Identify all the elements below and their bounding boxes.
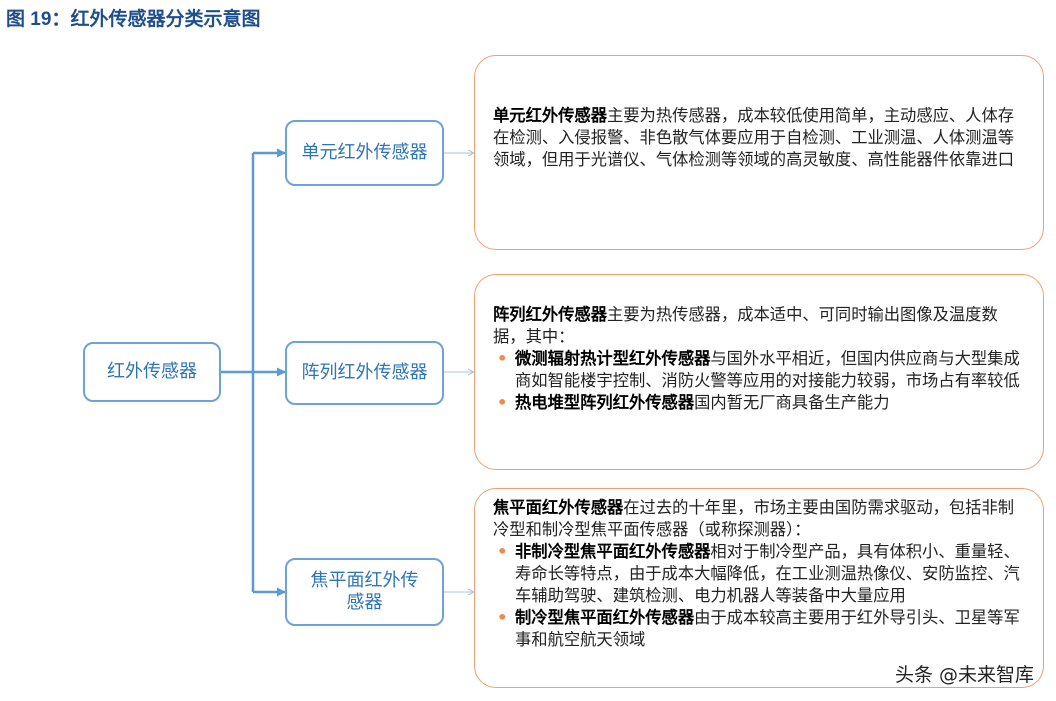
desc-bullet-item: • 非制冷型焦平面红外传感器相对于制冷型产品，具有体积小、重量轻、寿命长等特点，由… xyxy=(493,541,1029,607)
bullet-text: 由于成本较高主要用于红外导引头、卫星等军事和航空航天领域 xyxy=(515,608,1020,649)
figure-title: 图 19：红外传感器分类示意图 xyxy=(6,4,260,31)
desc-box-unit: 单元红外传感器主要为热传感器，成本较低使用简单，主动感应、人体存在检测、入侵报警… xyxy=(474,55,1044,250)
bullet-icon: • xyxy=(497,349,508,368)
desc-box-array: 阵列红外传感器主要为热传感器，成本适中、可同时输出图像及温度数据，其中： • 微测… xyxy=(474,274,1044,470)
desc-lead-term: 单元红外传感器 xyxy=(493,106,607,125)
figure-title-text: 红外传感器分类示意图 xyxy=(70,8,261,30)
desc-bullet-item: • 制冷型焦平面红外传感器由于成本较高主要用于红外导引头、卫星等军事和航空航天领域 xyxy=(493,607,1029,651)
bullet-icon: • xyxy=(497,608,508,627)
desc-lead-term: 焦平面红外传感器 xyxy=(493,498,624,517)
figure-label: 图 19 xyxy=(6,9,52,30)
desc-bullet-list: • 非制冷型焦平面红外传感器相对于制冷型产品，具有体积小、重量轻、寿命长等特点，由… xyxy=(493,541,1029,651)
bullet-term: 微测辐射热计型红外传感器 xyxy=(515,349,711,368)
node-array-sensor: 阵列红外传感器 xyxy=(285,341,444,405)
bullet-term: 非制冷型焦平面红外传感器 xyxy=(515,542,711,561)
desc-box-fpa: 焦平面红外传感器在过去的十年里，市场主要由国防需求驱动，包括非制冷型和制冷型焦平… xyxy=(474,488,1044,688)
node-label: 阵列红外传感器 xyxy=(301,362,428,383)
bullet-term: 热电堆型阵列红外传感器 xyxy=(515,393,695,412)
bullet-icon: • xyxy=(497,542,508,561)
desc-paragraph: 单元红外传感器主要为热传感器，成本较低使用简单，主动感应、人体存在检测、入侵报警… xyxy=(493,105,1029,171)
desc-bullet-item: • 热电堆型阵列红外传感器国内暂无厂商具备生产能力 xyxy=(493,392,1029,414)
desc-paragraph: 焦平面红外传感器在过去的十年里，市场主要由国防需求驱动，包括非制冷型和制冷型焦平… xyxy=(493,497,1029,541)
root-node-label: 红外传感器 xyxy=(107,361,197,382)
bullet-text: 国内暂无厂商具备生产能力 xyxy=(694,393,890,412)
node-unit-sensor: 单元红外传感器 xyxy=(285,120,444,186)
root-node: 红外传感器 xyxy=(83,342,221,402)
desc-bullet-item: • 微测辐射热计型红外传感器与国外水平相近，但国内供应商与大型集成商如智能楼宇控制… xyxy=(493,348,1029,392)
watermark: 头条 @未来智库 xyxy=(894,664,1034,686)
bullet-text: 相对于制冷型产品，具有体积小、重量轻、寿命长等特点，由于成本大幅降低，在工业测温… xyxy=(515,542,1020,605)
bullet-text: 与国外水平相近，但国内供应商与大型集成商如智能楼宇控制、消防火警等应用的对接能力… xyxy=(515,349,1020,390)
root-to-children-connector xyxy=(221,148,286,597)
desc-lead-text: 主要为热传感器，成本较低使用简单，主动感应、人体存在检测、入侵报警、非色散气体要… xyxy=(493,106,1015,169)
figure-label-separator: ： xyxy=(51,8,71,30)
child-to-desc-connector xyxy=(444,153,474,592)
desc-lead-term: 阵列红外传感器 xyxy=(493,305,607,324)
node-fpa-sensor: 焦平面红外传感器 xyxy=(285,558,444,626)
node-label: 单元红外传感器 xyxy=(301,142,428,163)
node-label: 焦平面红外传感器 xyxy=(310,570,419,613)
desc-bullet-list: • 微测辐射热计型红外传感器与国外水平相近，但国内供应商与大型集成商如智能楼宇控制… xyxy=(493,348,1029,414)
desc-paragraph: 阵列红外传感器主要为热传感器，成本适中、可同时输出图像及温度数据，其中： xyxy=(493,304,1029,348)
bullet-term: 制冷型焦平面红外传感器 xyxy=(515,608,695,627)
desc-lead-text: 主要为热传感器，成本适中、可同时输出图像及温度数据，其中： xyxy=(493,305,998,346)
desc-lead-text: 在过去的十年里，市场主要由国防需求驱动，包括非制冷型和制冷型焦平面传感器（或称探… xyxy=(493,498,1015,539)
bullet-icon: • xyxy=(497,393,508,412)
